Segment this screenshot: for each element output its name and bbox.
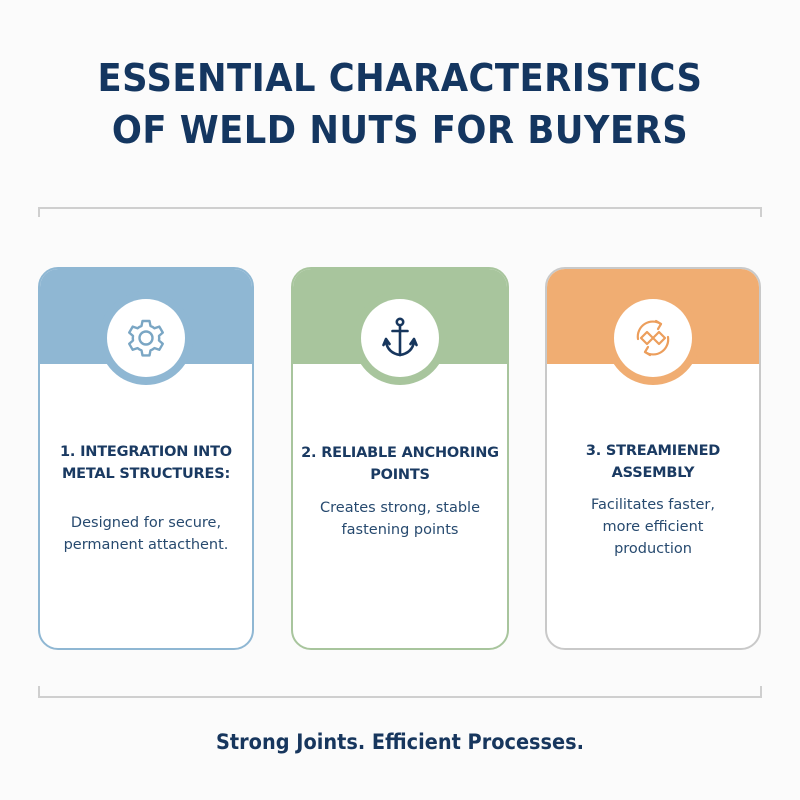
icon-badge xyxy=(107,299,185,377)
card-assembly: 3. STREAMIENED ASSEMBLY Facilitates fast… xyxy=(545,267,761,650)
card-description: Creates strong, stable fastening points xyxy=(320,500,480,538)
card-integration: 1. INTEGRATION INTO METAL STRUCTURES: De… xyxy=(38,267,254,650)
title-line-1: ESSENTIAL CHARACTERISTICS xyxy=(97,56,703,100)
icon-badge xyxy=(614,299,692,377)
card-title: 3. STREAMIENED ASSEMBLY xyxy=(585,443,721,481)
gear-icon xyxy=(127,319,164,357)
title-line-2: OF WELD NUTS FOR BUYERS xyxy=(111,108,689,152)
page-title: ESSENTIAL CHARACTERISTICS OF WELD NUTS F… xyxy=(28,52,772,156)
card-title: 1. INTEGRATION INTO METAL STRUCTURES: xyxy=(60,444,232,482)
cycle-arrows-icon xyxy=(636,319,670,357)
card-title: 2. RELIABLE ANCHORING POINTS xyxy=(301,445,499,483)
anchor-icon xyxy=(382,317,418,357)
footer-tagline: Strong Joints. Efficient Processes. xyxy=(216,730,584,754)
card-description: Facilitates faster, more efficient produ… xyxy=(590,497,715,557)
card-description: Designed for secure, permanent attacthen… xyxy=(63,515,229,553)
top-bracket-divider xyxy=(38,207,762,217)
icon-badge xyxy=(361,299,439,377)
card-anchoring: 2. RELIABLE ANCHORING POINTS Creates str… xyxy=(291,267,509,650)
bottom-bracket-divider xyxy=(38,686,762,698)
